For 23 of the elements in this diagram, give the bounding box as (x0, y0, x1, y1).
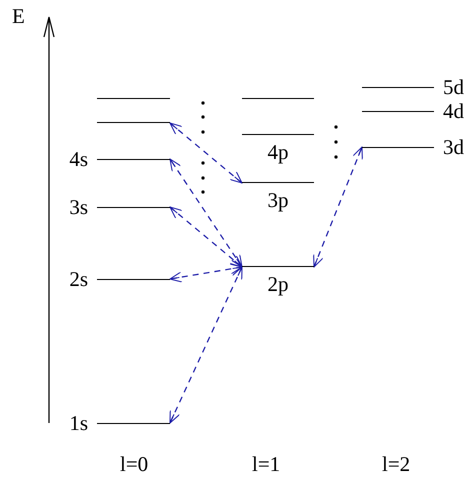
level-label: 5d (443, 76, 464, 98)
axis-label: E (12, 5, 25, 28)
level-label: 3p (268, 189, 288, 212)
column-label: l=0 (120, 453, 148, 476)
transition-arrow (169, 266, 243, 424)
transition-arrow (313, 146, 363, 268)
transition-arrow (170, 263, 242, 283)
energy-level-line (97, 122, 170, 124)
transition-arrow (170, 206, 242, 268)
column-label: l=1 (252, 453, 280, 476)
level-label: 4p (268, 141, 288, 164)
level-label: 1s (68, 412, 88, 434)
column-label: l=2 (382, 453, 410, 476)
level-label: 2s (68, 268, 88, 290)
transition-arrow (170, 122, 242, 184)
transition-arrow (170, 158, 242, 268)
level-label: 3d (443, 136, 464, 158)
level-label: 4s (68, 148, 88, 170)
level-label: 3s (68, 196, 88, 218)
energy-level-line (242, 98, 314, 100)
level-label: 2p (268, 273, 288, 296)
energy-level-line (97, 98, 170, 100)
level-label: 4d (443, 100, 464, 122)
